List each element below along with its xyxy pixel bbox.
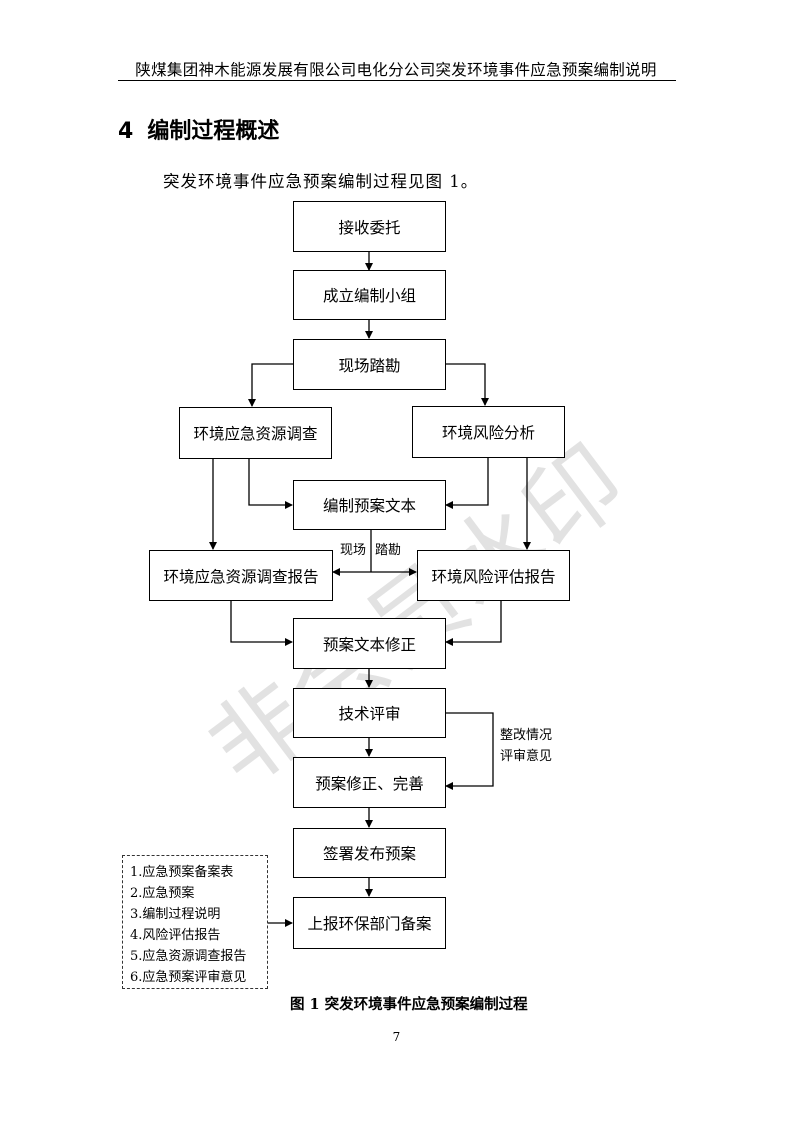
box-risk-analysis: 环境风险分析 (412, 406, 565, 458)
box-revise-plan: 预案文本修正 (293, 618, 446, 669)
list-item: 4.风险评估报告 (130, 928, 221, 943)
box-file-record: 上报环保部门备案 (293, 897, 446, 949)
box-resource-investigation: 环境应急资源调查 (179, 407, 332, 459)
label-site: 现场 (340, 543, 367, 558)
header-rule (118, 80, 676, 81)
label-survey: 踏勘 (375, 543, 402, 558)
list-item: 5.应急资源调查报告 (130, 949, 247, 964)
box-finalize-plan: 预案修正、完善 (293, 757, 446, 808)
label-rectification: 整改情况 (500, 728, 553, 743)
section-heading: 4 编制过程概述 (118, 113, 279, 145)
box-sign-publish: 签署发布预案 (293, 828, 446, 878)
box-form-team: 成立编制小组 (293, 270, 446, 320)
box-draft-plan: 编制预案文本 (293, 480, 446, 530)
attachment-list: 1.应急预案备案表 2.应急预案 3.编制过程说明 4.风险评估报告 5.应急资… (122, 855, 268, 989)
page-header-title: 陕煤集团神木能源发展有限公司电化分公司突发环境事件应急预案编制说明 (135, 61, 657, 79)
box-risk-report: 环境风险评估报告 (417, 550, 570, 601)
list-item: 3.编制过程说明 (130, 907, 221, 922)
box-receive-commission: 接收委托 (293, 201, 446, 252)
intro-paragraph: 突发环境事件应急预案编制过程见图 1。 (163, 172, 479, 191)
section-number: 4 (118, 119, 134, 144)
figure-caption: 图 1 突发环境事件应急预案编制过程 (290, 996, 528, 1013)
label-review-opinion: 评审意见 (500, 749, 553, 764)
section-title: 编制过程概述 (147, 119, 280, 144)
box-technical-review: 技术评审 (293, 688, 446, 738)
list-item: 6.应急预案评审意见 (130, 970, 247, 985)
box-resource-report: 环境应急资源调查报告 (149, 550, 333, 601)
box-site-survey: 现场踏勘 (293, 339, 446, 390)
page-number: 7 (392, 1030, 401, 1044)
list-item: 1.应急预案备案表 (130, 865, 234, 880)
list-item: 2.应急预案 (130, 886, 195, 901)
